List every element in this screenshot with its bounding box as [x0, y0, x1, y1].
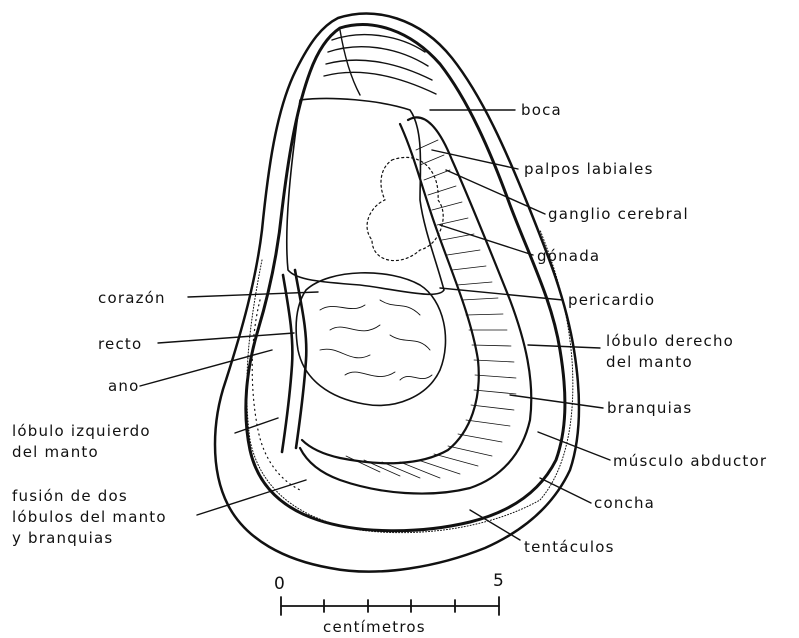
label-corazon: corazón — [98, 289, 166, 307]
gonad-outline — [367, 157, 443, 260]
pericardium-outline — [296, 273, 445, 406]
label-recto: recto — [98, 335, 142, 353]
gill-hatching — [346, 140, 516, 478]
visceral-mass-outline — [287, 98, 444, 294]
label-fusion-line1: fusión de dos — [12, 486, 167, 507]
label-branquias: branquias — [607, 399, 692, 417]
label-pericardio: pericardio — [568, 291, 655, 309]
heart-veins — [320, 300, 432, 380]
label-ganglio-cerebral: ganglio cerebral — [548, 205, 689, 223]
scale-unit-label: centímetros — [323, 618, 426, 636]
label-ano: ano — [108, 377, 139, 395]
mantle-margin — [246, 25, 565, 531]
label-lobulo-izquierdo: lóbulo izquierdo del manto — [12, 421, 151, 463]
label-lobulo-izquierdo-line1: lóbulo izquierdo — [12, 421, 151, 442]
label-lobulo-derecho-line2: del manto — [606, 352, 734, 373]
hinge-ridges — [324, 30, 436, 95]
gills-inner — [302, 124, 479, 463]
label-palpos-labiales: palpos labiales — [524, 160, 654, 178]
label-boca: boca — [521, 101, 562, 119]
label-gonada: gónada — [537, 247, 600, 265]
scale-bar — [281, 597, 499, 615]
label-lobulo-derecho-line1: lóbulo derecho — [606, 331, 734, 352]
label-lobulo-izquierdo-line2: del manto — [12, 442, 151, 463]
label-lobulo-derecho: lóbulo derecho del manto — [606, 331, 734, 373]
label-musculo-abductor: músculo abductor — [613, 452, 767, 470]
scale-label-start: 0 — [274, 574, 286, 594]
label-concha: concha — [594, 494, 655, 512]
label-fusion: fusión de dos lóbulos del manto y branqu… — [12, 486, 167, 549]
scale-label-end: 5 — [493, 571, 505, 591]
label-tentaculos: tentáculos — [524, 538, 615, 556]
label-fusion-line3: y branquias — [12, 528, 167, 549]
label-fusion-line2: lóbulos del manto — [12, 507, 167, 528]
